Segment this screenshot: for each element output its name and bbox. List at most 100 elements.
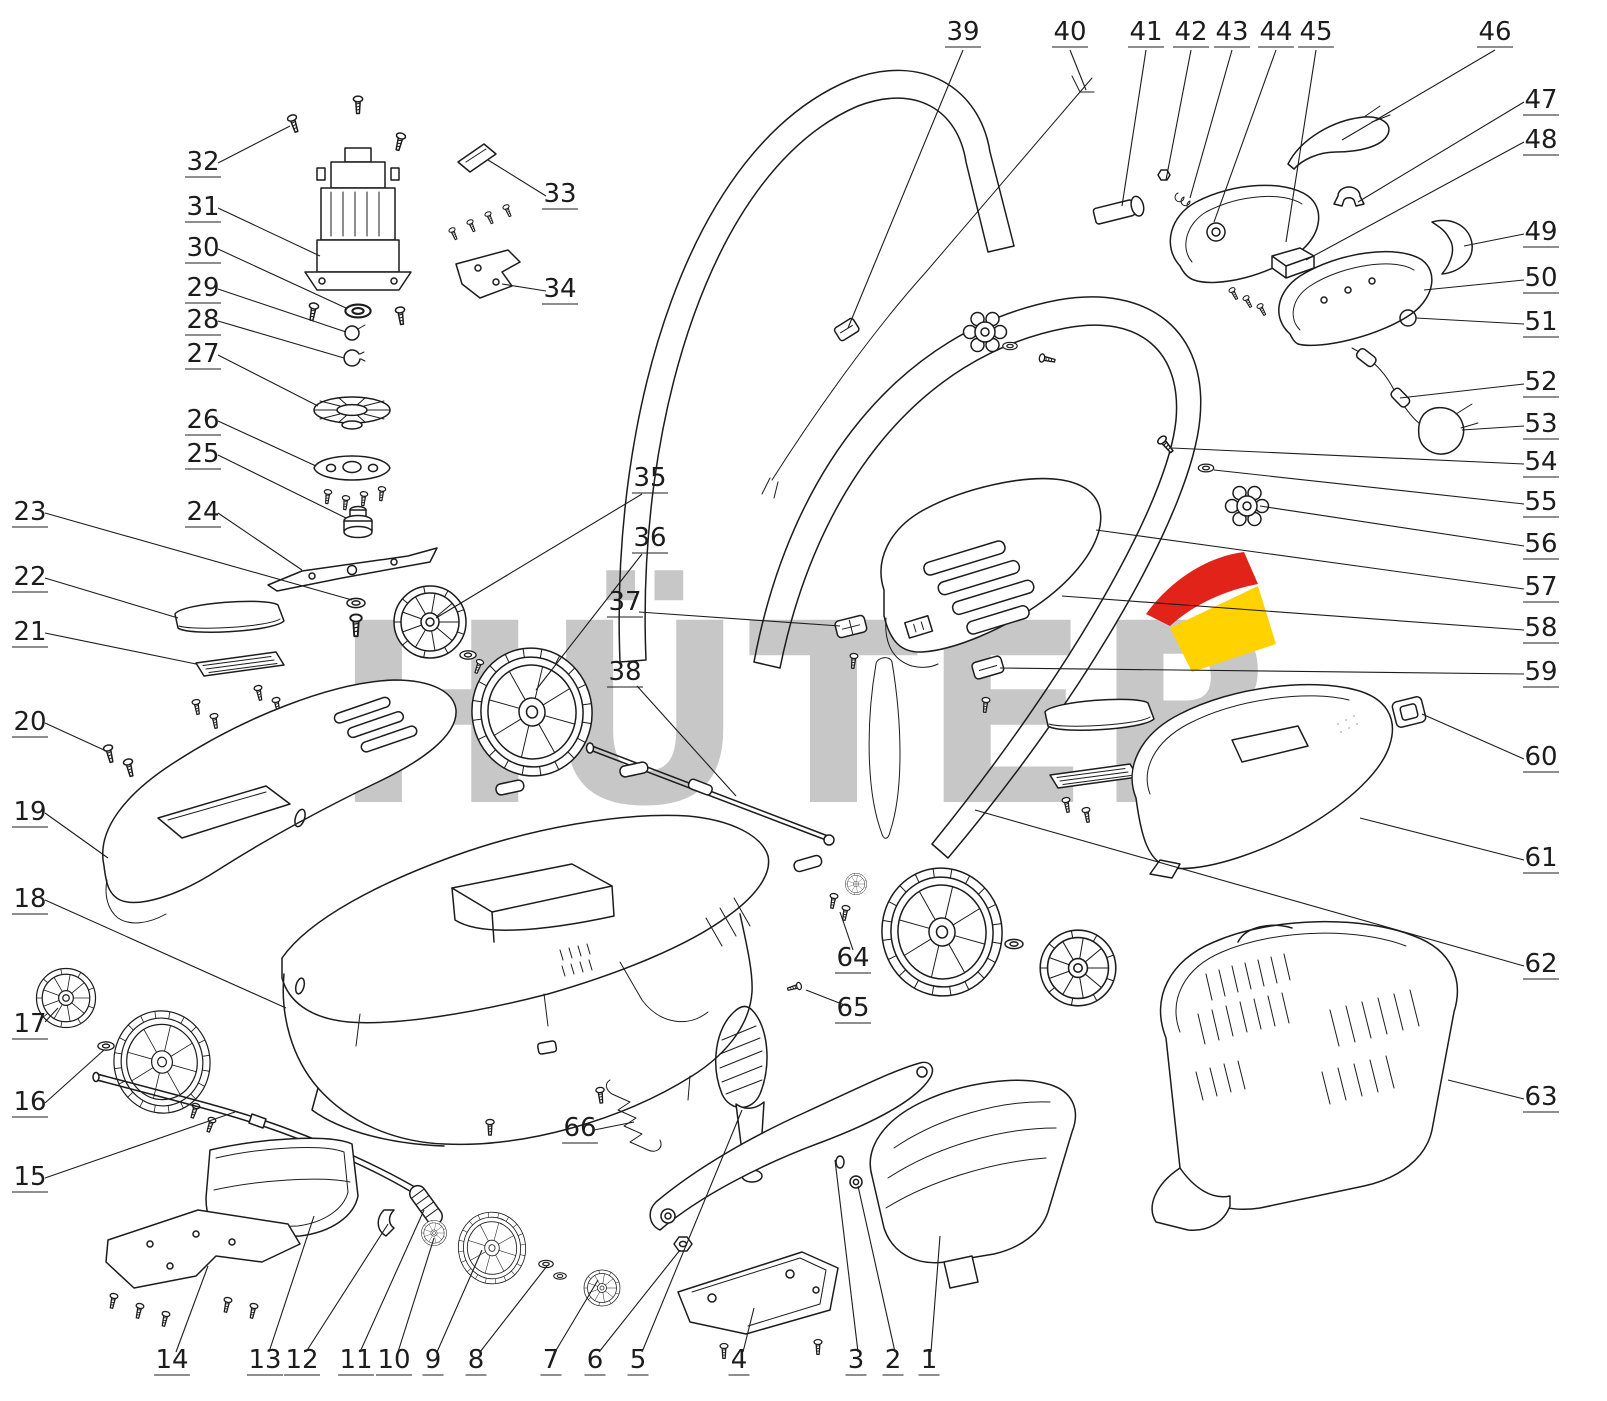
part-number: 3 <box>848 1345 865 1375</box>
motor-assembly <box>285 95 412 326</box>
part-label-50: 50 <box>1423 263 1559 294</box>
leader-line <box>44 512 353 601</box>
leader-line <box>593 1121 635 1131</box>
part-number: 40 <box>1053 17 1086 47</box>
part-number: 58 <box>1524 613 1557 643</box>
leader-line <box>217 354 319 407</box>
leader-line <box>1415 317 1525 325</box>
part-number: 46 <box>1478 17 1511 47</box>
part-label-37: 37 <box>607 587 841 627</box>
part-label-17: 17 <box>12 1007 59 1040</box>
part-label-15: 15 <box>12 1111 236 1193</box>
part-label-65: 65 <box>805 989 871 1024</box>
leader-line <box>44 899 287 1009</box>
part-label-31: 31 <box>185 192 321 257</box>
leader-line <box>217 248 347 309</box>
leader-line <box>305 1223 389 1353</box>
part-number: 49 <box>1524 217 1557 247</box>
part-number: 52 <box>1524 367 1557 397</box>
part-number: 53 <box>1524 409 1557 439</box>
part-label-1: 1 <box>918 1235 941 1376</box>
part-label-42: 42 <box>1165 17 1209 181</box>
leader-line <box>857 1185 896 1353</box>
leader-line <box>1213 469 1525 505</box>
part-number: 16 <box>13 1087 46 1117</box>
part-label-55: 55 <box>1213 469 1559 518</box>
part-number: 26 <box>186 405 219 435</box>
part-label-41: 41 <box>1121 17 1164 207</box>
part-label-20: 20 <box>12 707 105 751</box>
part-number: 23 <box>13 497 46 527</box>
leader-line <box>847 49 964 329</box>
part-label-35: 35 <box>435 463 668 619</box>
leader-line <box>217 125 291 164</box>
part-label-9: 9 <box>422 1249 483 1376</box>
switch-assembly <box>1092 105 1479 455</box>
part-label-16: 16 <box>12 1049 105 1118</box>
part-number: 41 <box>1129 17 1162 47</box>
part-label-21: 21 <box>12 617 197 665</box>
leader-line <box>1461 425 1525 431</box>
leader-line <box>974 809 1525 967</box>
leader-line <box>44 812 109 859</box>
leader-line <box>641 1109 743 1353</box>
part-label-57: 57 <box>1095 529 1559 603</box>
part-label-52: 52 <box>1399 367 1559 399</box>
part-label-10: 10 <box>376 1237 435 1376</box>
bottom-plate <box>105 1209 301 1328</box>
leader-line <box>742 1307 755 1353</box>
leader-line <box>44 722 105 751</box>
part-number: 14 <box>155 1345 188 1375</box>
leader-line <box>1421 713 1525 760</box>
part-label-48: 48 <box>1305 125 1559 261</box>
part-label-26: 26 <box>185 405 317 467</box>
part-label-40: 40 <box>1052 17 1088 91</box>
part-label-8: 8 <box>465 1265 548 1376</box>
lower-handlebar <box>753 296 1270 859</box>
leader-line <box>1121 49 1147 207</box>
leader-line <box>1189 49 1233 199</box>
leader-line <box>636 685 737 797</box>
leader-line <box>217 454 347 519</box>
part-number: 51 <box>1524 307 1557 337</box>
part-number: 2 <box>885 1345 902 1375</box>
leader-line <box>1357 101 1525 203</box>
leader-line <box>1285 49 1317 243</box>
part-number: 30 <box>186 233 219 263</box>
motor-mount-parts <box>447 143 521 299</box>
part-number: 7 <box>543 1345 560 1375</box>
leader-line <box>435 493 643 619</box>
part-label-53: 53 <box>1461 409 1559 440</box>
part-label-62: 62 <box>974 809 1559 980</box>
part-number: 62 <box>1524 949 1557 979</box>
part-label-27: 27 <box>185 339 319 407</box>
part-number: 35 <box>633 463 666 493</box>
part-label-22: 22 <box>12 562 179 619</box>
part-label-24: 24 <box>185 497 303 571</box>
part-label-44: 44 <box>1213 17 1294 223</box>
part-number: 31 <box>186 192 219 222</box>
leader-line <box>1213 49 1277 223</box>
part-number: 44 <box>1259 17 1292 47</box>
part-label-59: 59 <box>999 657 1559 688</box>
part-number: 66 <box>563 1113 596 1143</box>
leader-line <box>1463 233 1525 247</box>
part-label-2: 2 <box>857 1185 904 1376</box>
part-label-29: 29 <box>185 273 347 333</box>
part-number: 17 <box>13 1009 46 1039</box>
part-number: 6 <box>587 1345 604 1375</box>
part-label-36: 36 <box>535 523 668 691</box>
logo-red-swoosh <box>1146 552 1258 626</box>
part-number: 28 <box>186 305 219 335</box>
part-number: 19 <box>13 797 46 827</box>
part-label-56: 56 <box>1259 505 1559 560</box>
part-number: 56 <box>1524 529 1557 559</box>
part-number: 1 <box>921 1345 938 1375</box>
part-label-28: 28 <box>185 305 345 359</box>
leader-line <box>1399 383 1525 399</box>
leader-line <box>1447 1079 1525 1100</box>
leader-line <box>268 1215 315 1353</box>
